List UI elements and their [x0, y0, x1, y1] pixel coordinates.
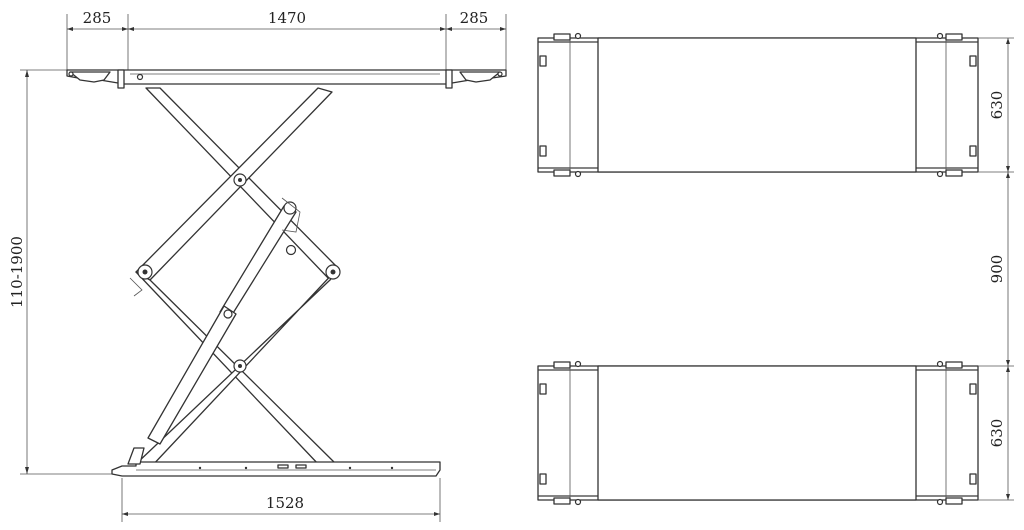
dim-platform-width-lower: 630 — [988, 419, 1006, 448]
height-dimension-line — [20, 69, 125, 475]
dim-top-left-overhang: 285 — [83, 9, 112, 27]
dim-top-center: 1470 — [268, 9, 306, 27]
dim-platform-width-upper: 630 — [988, 91, 1006, 120]
scissor-joints — [129, 264, 341, 297]
side-view: 285 1470 285 110-1900 — [8, 9, 507, 522]
top-view: 630 900 630 — [537, 32, 1014, 506]
hydraulic-cylinder — [147, 197, 301, 445]
right-dimension-lines — [978, 37, 1014, 501]
dim-gap-between-platforms: 900 — [988, 255, 1006, 284]
dim-base-length: 1528 — [266, 494, 304, 512]
lower-platform-top-view — [537, 360, 979, 506]
top-platform — [66, 69, 507, 89]
base-dimension-line — [121, 478, 441, 522]
upper-scissor-arms — [135, 87, 339, 281]
dim-top-right-overhang: 285 — [460, 9, 489, 27]
upper-platform-top-view — [537, 32, 979, 178]
base-frame — [111, 447, 441, 477]
top-dimension-lines — [66, 14, 507, 72]
dim-height-range: 110-1900 — [8, 236, 26, 308]
